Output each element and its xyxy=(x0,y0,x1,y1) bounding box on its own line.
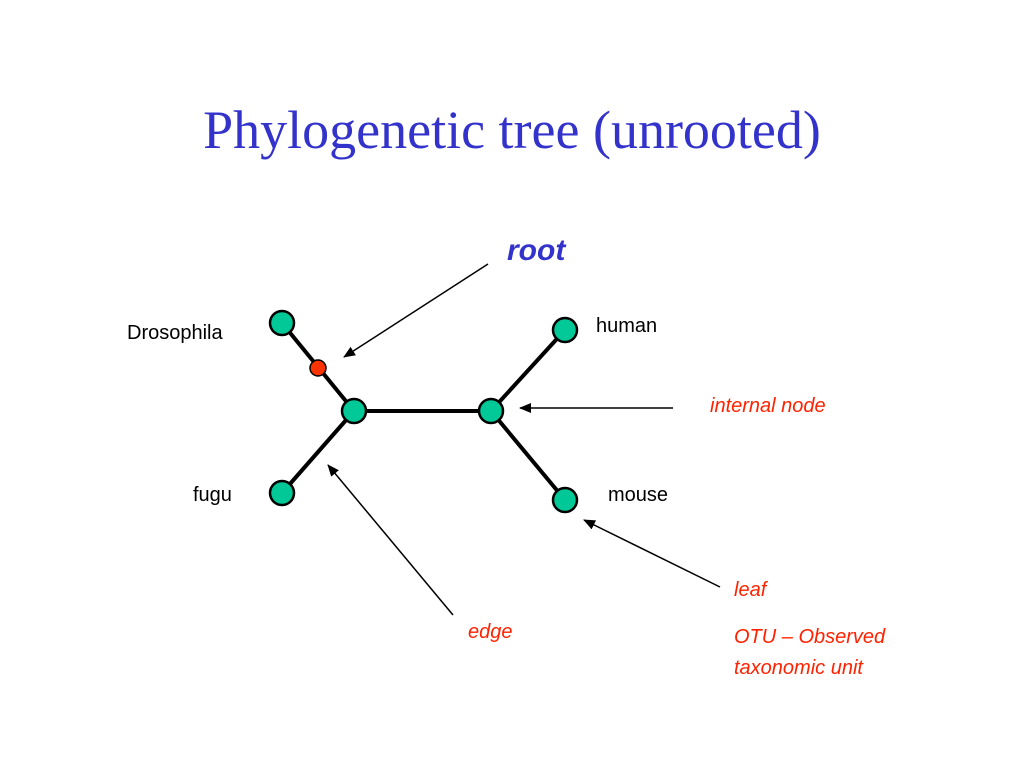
leaf-node-fugu xyxy=(268,479,296,507)
leaf-node-drosophila xyxy=(268,309,296,337)
edge-human xyxy=(489,328,567,413)
annotation-otu-line2: taxonomic unit xyxy=(734,657,863,679)
callout-arrows xyxy=(327,263,721,616)
edge-arrow xyxy=(327,464,454,616)
annotation-internal-node: internal node xyxy=(710,395,826,417)
annotation-otu-line1: OTU – Observed xyxy=(734,626,886,648)
annotation-edge: edge xyxy=(468,621,513,643)
internal-node-right xyxy=(477,397,505,425)
leaf-node-mouse xyxy=(551,486,579,514)
edge-fugu xyxy=(280,409,356,495)
taxon-label-human: human xyxy=(596,315,658,337)
edge-mouse xyxy=(489,409,567,502)
annotation-leaf: leaf xyxy=(734,579,767,601)
internal-node-left xyxy=(340,397,368,425)
root-node xyxy=(309,359,327,377)
root-label: root xyxy=(507,234,566,267)
leaf-arrow xyxy=(583,519,721,588)
tree-nodes xyxy=(268,309,579,514)
taxon-label-drosophila: Drosophila xyxy=(127,322,223,344)
root-arrow xyxy=(343,263,489,358)
slide-title: Phylogenetic tree (unrooted) xyxy=(203,100,821,160)
leaf-node-human xyxy=(551,316,579,344)
taxon-label-fugu: fugu xyxy=(193,484,232,506)
tree-edges xyxy=(280,321,567,502)
taxon-label-mouse: mouse xyxy=(608,484,669,506)
